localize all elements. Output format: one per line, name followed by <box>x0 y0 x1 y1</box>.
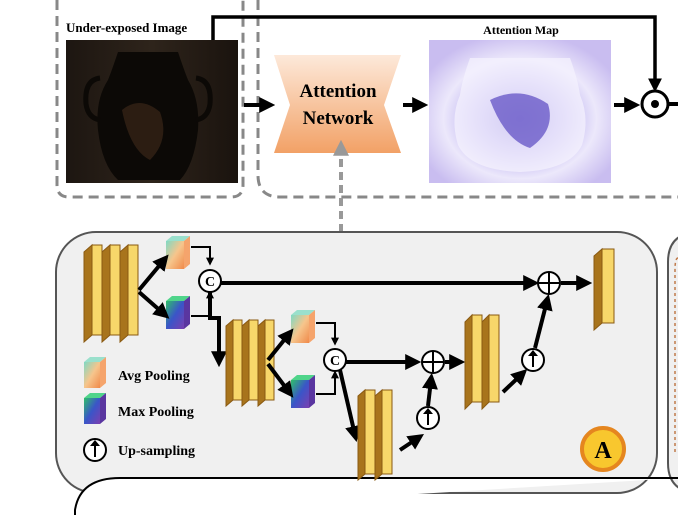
to-max-pool-arrow-2 <box>266 362 294 398</box>
to-avg-pool-arrow-1 <box>137 254 169 292</box>
level2-to-upsample-arrow <box>501 369 528 394</box>
concat-to-level2-arrow <box>208 292 227 368</box>
legend-max-pooling: Max Pooling <box>84 393 194 424</box>
module-badge-letter: A <box>594 438 612 464</box>
attention-network-label-2: Network <box>303 108 374 129</box>
feature-maps-bottom <box>357 388 393 482</box>
feature-map-output <box>593 247 615 332</box>
to-avg-pool-arrow-2 <box>266 328 294 362</box>
attention-map-image <box>429 40 611 183</box>
network-dashed-box <box>256 0 678 199</box>
bottom-to-upsample-arrow <box>398 434 424 452</box>
legend-up-sampling: Up-sampling <box>83 438 195 462</box>
attention-network-label-1: Attention <box>299 81 376 102</box>
attention-network-block <box>274 55 401 153</box>
avg-to-concat-arrow-2 <box>316 322 339 346</box>
module-badge: A <box>580 426 626 472</box>
avg-pool-block-1 <box>166 236 190 269</box>
next-module-panel <box>667 231 678 489</box>
feature-maps-level2-up <box>464 313 500 411</box>
feature-maps-input <box>83 243 139 344</box>
avg-pool-block-2 <box>291 310 315 343</box>
avg-to-concat-arrow-1 <box>191 246 214 266</box>
concat-symbol-2: C <box>330 354 340 369</box>
next-module-inner-border <box>674 257 678 455</box>
feature-maps-level2 <box>225 318 275 408</box>
legend-avg-pooling-label: Avg Pooling <box>118 369 190 384</box>
max-pool-block-1 <box>166 296 190 329</box>
skip-connection-arrow <box>211 15 662 93</box>
to-max-pool-arrow-1 <box>137 290 170 319</box>
under-exposed-image <box>66 40 238 183</box>
bottom-panel <box>74 477 678 515</box>
upsample-to-add-arrow <box>422 372 438 407</box>
max-to-concat-arrow-2 <box>316 370 339 395</box>
legend-max-pooling-label: Max Pooling <box>118 405 194 420</box>
concat-node-1: C <box>198 269 222 293</box>
legend-up-sampling-label: Up-sampling <box>118 444 195 459</box>
upsample-node-2 <box>521 348 545 372</box>
concat-node-2: C <box>323 348 347 372</box>
add-node-mid <box>421 350 445 374</box>
legend-avg-pooling: Avg Pooling <box>84 357 190 388</box>
upsample-to-add-top-arrow <box>533 294 553 349</box>
upsample-node-1 <box>416 406 440 430</box>
max-pool-block-2 <box>291 375 315 408</box>
concat-to-bottom-arrow <box>338 369 361 443</box>
attention-map-label: Attention Map <box>483 23 559 37</box>
input-image-label: Under-exposed Image <box>66 20 187 35</box>
add-node-top <box>537 271 561 295</box>
concat-symbol-1: C <box>205 275 215 290</box>
elementwise-multiply-node <box>640 89 670 119</box>
